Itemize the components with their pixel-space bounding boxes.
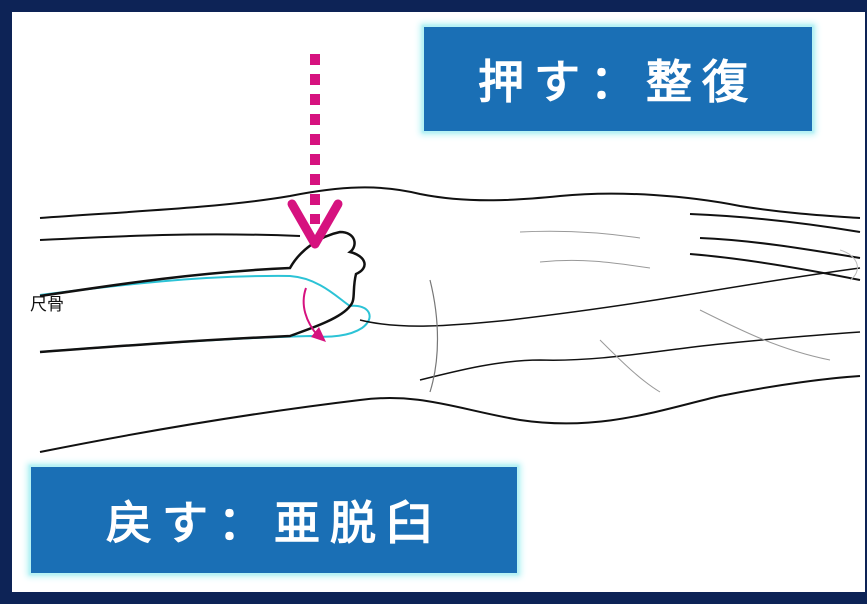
return-subluxation-label: 戻す：亜脱臼 xyxy=(31,467,517,573)
forearm-lower-outline xyxy=(40,376,860,452)
forearm-upper-outline xyxy=(40,187,860,218)
ulna-label: 尺骨 xyxy=(30,290,64,315)
finger-line-2 xyxy=(700,238,860,258)
dotted-down-arrow-icon xyxy=(292,54,338,244)
finger-line-3 xyxy=(690,254,860,280)
crease-2 xyxy=(540,260,650,268)
crease-4 xyxy=(600,340,660,392)
crease-1 xyxy=(520,231,640,238)
curved-arrow-icon xyxy=(304,288,326,342)
push-reduction-label: 押す：整復 xyxy=(424,27,812,131)
hand-outline-1 xyxy=(360,268,860,326)
radius-line xyxy=(40,234,300,240)
hand-outline-2 xyxy=(420,332,860,380)
